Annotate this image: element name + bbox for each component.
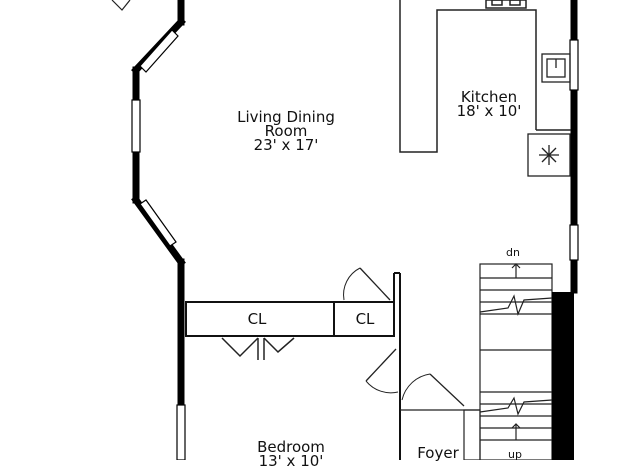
closet-door-swing: [343, 267, 391, 301]
kitchen-name: Kitchen: [460, 88, 518, 106]
door-swings: [365, 348, 480, 411]
living-dining-name-line1: Living Dining: [237, 108, 335, 126]
stair-wall: [552, 292, 574, 460]
sink-icon: [541, 53, 571, 83]
top-door-fragment: [111, 0, 131, 11]
stairs-up-label: up: [508, 448, 522, 461]
kitchen-counters: [399, 0, 571, 153]
stair-landing-wall: [463, 409, 481, 460]
closet-right-label: CL: [355, 310, 375, 328]
bedroom-name: Bedroom: [257, 438, 325, 456]
stairs-down-label: dn: [506, 246, 520, 259]
closet-left-label: CL: [247, 310, 267, 328]
floor-plan: [111, 0, 579, 460]
windows: [131, 29, 579, 460]
kitchen-label: Kitchen 18' x 10': [444, 88, 534, 120]
staircase: [479, 263, 553, 460]
bifold-door: [221, 337, 295, 360]
exterior-walls: [131, 0, 578, 460]
closet-walls: [185, 272, 401, 460]
kitchen-size: 18' x 10': [456, 102, 522, 120]
living-dining-label: Living Dining Room 23' x 17': [226, 108, 346, 154]
foyer-label: Foyer: [417, 444, 459, 462]
snowflake-burner-icon: [527, 133, 571, 177]
living-dining-size: 23' x 17': [253, 136, 319, 154]
living-dining-name-line2: Room: [264, 122, 308, 140]
bedroom-size: 13' x 10': [258, 452, 324, 470]
bedroom-label: Bedroom 13' x 10': [236, 438, 346, 470]
